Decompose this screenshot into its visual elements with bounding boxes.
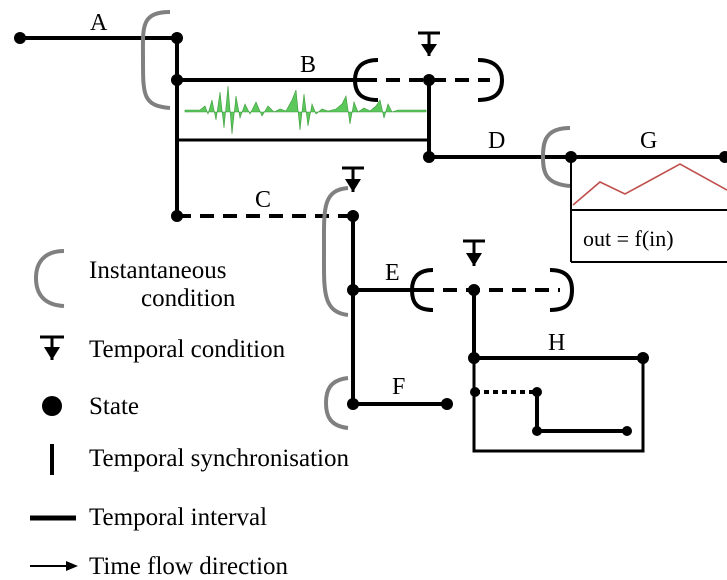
audio-waveform bbox=[184, 85, 427, 135]
interval-a: A bbox=[14, 10, 183, 44]
legend-time-flow-icon bbox=[30, 561, 78, 571]
legend-state-icon bbox=[42, 396, 62, 416]
temporal-condition-b bbox=[418, 31, 440, 56]
legend-temporal-condition-label: Temporal condition bbox=[89, 336, 286, 363]
state-h-inner-4 bbox=[622, 426, 632, 436]
legend-instantaneous-icon bbox=[33, 249, 65, 308]
temporal-condition-c bbox=[342, 166, 364, 192]
function-formula: out = f(in) bbox=[583, 226, 674, 251]
interval-c: C bbox=[171, 166, 364, 222]
temporal-condition-e bbox=[463, 239, 485, 266]
function-box-g: out = f(in) bbox=[570, 157, 727, 263]
instantaneous-condition-f bbox=[323, 376, 349, 430]
legend-interval-label: Temporal interval bbox=[89, 504, 267, 531]
legend-temporal-condition-icon bbox=[40, 335, 64, 360]
label-d: D bbox=[488, 128, 505, 154]
instantaneous-condition-e bbox=[409, 268, 434, 312]
audio-track bbox=[177, 85, 429, 142]
interval-e: E bbox=[347, 239, 575, 358]
legend-instantaneous-label-1: Instantaneous bbox=[89, 257, 226, 284]
h-box bbox=[472, 356, 645, 453]
legend: Instantaneous condition Temporal conditi… bbox=[30, 249, 349, 580]
condition-b-close bbox=[477, 58, 505, 102]
label-h: H bbox=[548, 330, 565, 356]
instantaneous-condition-ce bbox=[321, 186, 349, 317]
label-g: G bbox=[640, 128, 657, 154]
interval-f: F bbox=[323, 374, 453, 430]
instantaneous-condition-ab bbox=[140, 10, 171, 110]
interval-b: B bbox=[171, 31, 505, 157]
legend-state-label: State bbox=[89, 393, 139, 420]
legend-sync-label: Temporal synchronisation bbox=[89, 445, 349, 472]
state-f-end bbox=[441, 398, 453, 410]
state-d-start bbox=[423, 151, 435, 163]
label-f: F bbox=[392, 374, 405, 400]
legend-time-flow-label: Time flow direction bbox=[89, 553, 289, 580]
label-c: C bbox=[255, 187, 271, 213]
condition-e-close bbox=[549, 268, 575, 312]
label-b: B bbox=[300, 52, 316, 78]
instantaneous-condition-b bbox=[352, 58, 379, 102]
label-a: A bbox=[90, 10, 108, 36]
label-e: E bbox=[385, 260, 400, 286]
state-b-start bbox=[171, 74, 183, 86]
function-graph bbox=[572, 163, 727, 206]
state-a-start bbox=[14, 32, 26, 44]
interval-d: D G bbox=[423, 126, 727, 188]
instantaneous-condition-dg bbox=[540, 126, 571, 188]
legend-instantaneous-label-2: condition bbox=[141, 285, 236, 312]
state-g-end bbox=[719, 151, 727, 163]
interval-h: H bbox=[468, 330, 649, 453]
